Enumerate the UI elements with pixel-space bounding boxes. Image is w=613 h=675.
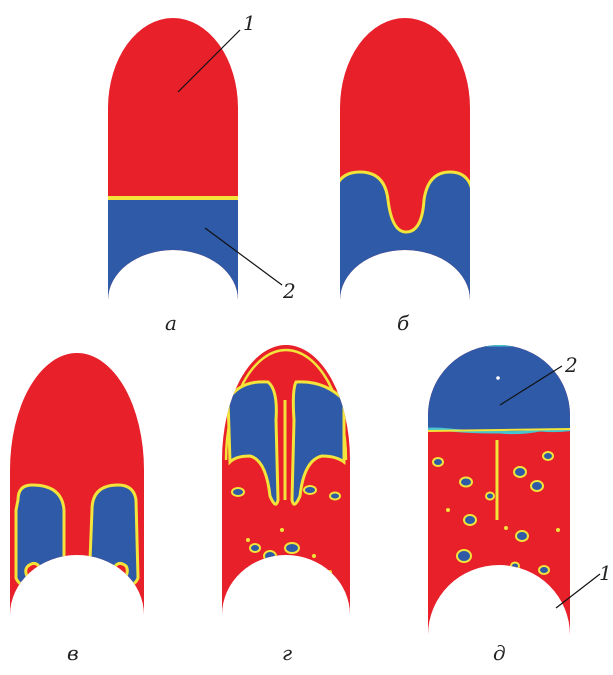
panel-b: б [335,18,472,335]
panel-d-bubble-small [539,566,549,574]
panel-g-bubble-small [232,488,244,496]
panel-d-bubble-small [457,550,471,562]
panel-v-bubble-right [90,485,138,585]
panel-g-droplet [328,570,332,574]
panel-d-bubble-small [526,581,534,588]
label-a-2: 2 [282,279,296,303]
panel-d-light-fluid-cap [420,345,580,433]
panel-g-bubble-small [330,493,340,500]
caption-g: г [282,641,292,665]
label-a-1: 1 [243,11,256,35]
panel-d-bubble-small [516,531,528,541]
panel-d-bubble-small [514,467,526,477]
panel-g-bubble-small [295,562,305,570]
caption-a: а [165,311,177,335]
panel-v-bubble-left [16,485,64,585]
panel-v-droplet [22,594,27,599]
label-d-2: 2 [564,353,578,377]
panel-g-bubble-small [260,568,270,576]
caption-d: д [493,641,506,665]
panel-d-droplet [453,588,457,592]
panel-g: г [222,345,350,665]
label-d-1: 1 [599,561,612,585]
panel-g-bubble-small [304,486,316,494]
caption-b: б [397,311,410,335]
panel-g-droplet [280,528,284,532]
panel-v-droplet [128,594,133,599]
panel-v: в [10,353,144,665]
panel-d-bubble-small [464,515,476,525]
panel-a-light-fluid [100,199,250,309]
caption-v: в [67,641,79,665]
panel-d-cap-droplet [496,376,500,380]
panel-g-bubble-small [264,551,276,561]
panel-g-bubble-small [250,544,260,552]
panel-d-bubble-small [433,458,443,466]
panel-d-bubble-small [511,563,519,570]
panel-d: 2 1 д [420,345,612,665]
panel-g-droplet [312,554,316,558]
panel-d-bubble-small [531,481,543,491]
panel-a-interface [100,196,250,200]
panel-d-droplet [556,528,560,532]
panel-d-bubble-small [460,478,472,487]
panel-g-bubble-small [285,543,299,553]
panel-a: 1 2 а [100,11,296,335]
panel-d-droplet [504,526,508,530]
panel-g-droplet [246,538,250,542]
panel-d-bubble-small [486,493,494,500]
panel-d-bubble-small [477,584,487,592]
panel-d-droplet [446,508,450,512]
panel-d-bubble-small [543,452,553,460]
